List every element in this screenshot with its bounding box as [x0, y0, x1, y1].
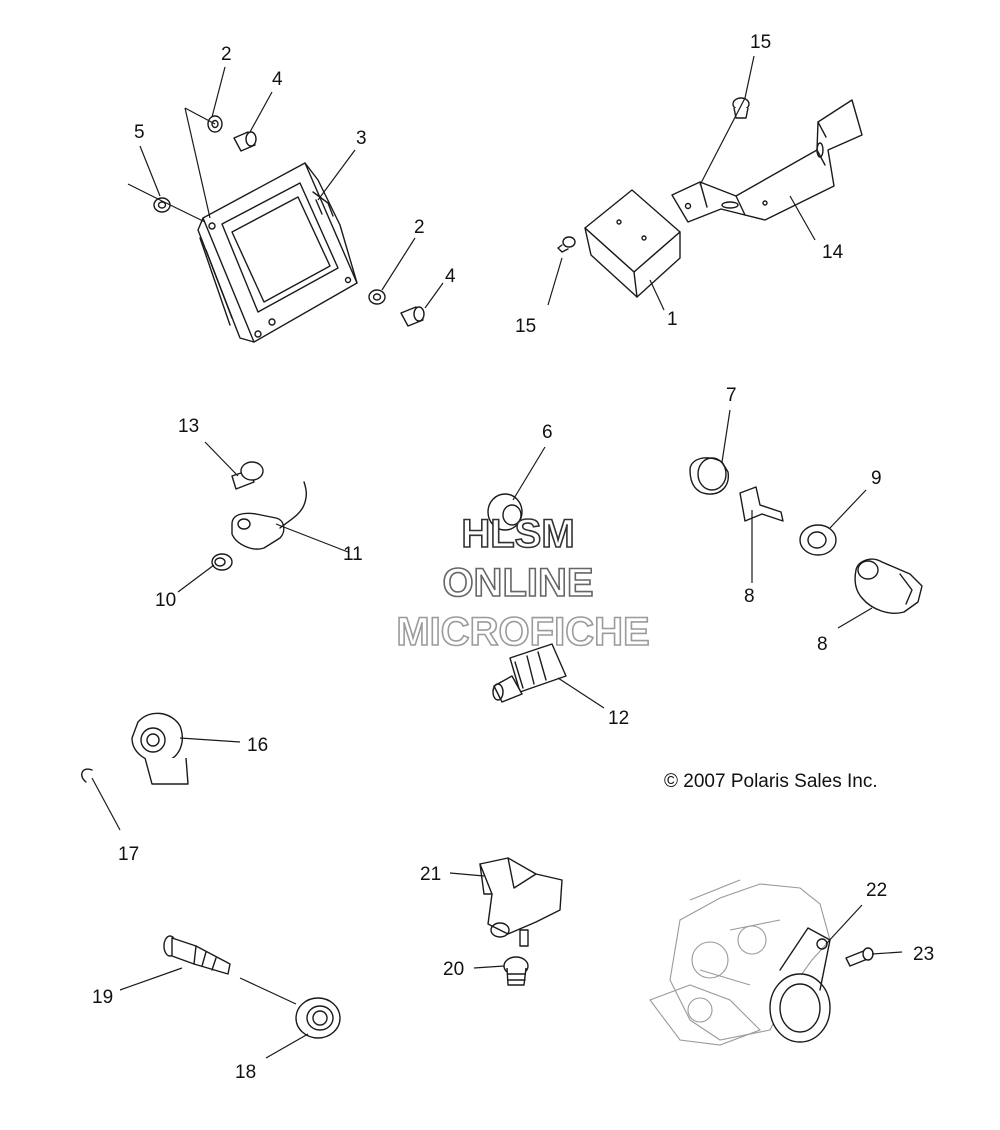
callout-21: 21 — [420, 864, 441, 885]
watermark-line-2: ONLINE — [442, 561, 593, 605]
push-pin-15-left — [557, 236, 576, 253]
grommet-5 — [153, 197, 171, 213]
callout-16: 16 — [247, 735, 268, 756]
bolt-4-top — [233, 131, 257, 152]
callout-6: 6 — [542, 422, 553, 443]
callout-22: 22 — [866, 880, 887, 901]
bolt-13 — [231, 461, 264, 490]
callout-5: 5 — [134, 122, 145, 143]
cap-7 — [689, 457, 729, 495]
callout-14: 14 — [822, 242, 844, 263]
watermark: HLSM ONLINE MICROFICHE — [396, 511, 651, 655]
bolt-4-right — [400, 306, 425, 327]
callouts: 2 4 5 3 2 4 15 14 15 1 13 6 7 9 11 10 8 … — [92, 32, 934, 1083]
callout-20: 20 — [443, 959, 464, 980]
callout-18: 18 — [235, 1062, 256, 1083]
callout-17: 17 — [118, 844, 139, 865]
callout-3: 3 — [356, 128, 367, 149]
washer-2-right — [368, 289, 386, 305]
throttle-body-ghost — [649, 879, 831, 1046]
bracket-8-small — [739, 486, 784, 522]
leader-lines — [91, 55, 903, 1059]
temp-sensor-12 — [492, 643, 567, 703]
knock-sensor-16 — [131, 712, 189, 785]
callout-8-sensor: 8 — [817, 634, 828, 655]
sensor-6 — [487, 493, 523, 531]
callout-7: 7 — [726, 385, 737, 406]
o-ring-10 — [211, 553, 233, 571]
callout-9: 9 — [871, 468, 882, 489]
callout-2-right: 2 — [414, 217, 425, 238]
sensor-21 — [479, 857, 563, 947]
sensor-11 — [231, 481, 307, 550]
callout-13: 13 — [178, 416, 199, 437]
copyright-notice: © 2007 Polaris Sales Inc. — [664, 771, 878, 792]
push-pin-15-top — [732, 97, 750, 119]
mounting-bracket — [671, 99, 863, 223]
bushing-18 — [295, 997, 341, 1039]
callout-10: 10 — [155, 590, 176, 611]
screw-23 — [845, 947, 874, 967]
callout-11: 11 — [343, 544, 363, 565]
ecu-module — [197, 162, 358, 343]
callout-19: 19 — [92, 987, 113, 1008]
relay-box — [584, 189, 681, 298]
sensor-19 — [163, 935, 231, 975]
callout-2-top: 2 — [221, 44, 232, 65]
sensor-8 — [854, 558, 923, 614]
callout-15-left: 15 — [515, 316, 536, 337]
throttle-body-22 — [769, 927, 831, 1043]
watermark-line-1: HLSM — [461, 512, 574, 556]
callout-23: 23 — [913, 944, 934, 965]
callout-4-top: 4 — [272, 69, 283, 90]
callout-8-small: 8 — [744, 586, 755, 607]
callout-4-right: 4 — [445, 266, 456, 287]
plug-20 — [503, 956, 529, 986]
clip-17 — [81, 768, 93, 783]
watermark-line-3: MICROFICHE — [396, 610, 649, 654]
callout-12: 12 — [608, 708, 629, 729]
callout-1: 1 — [667, 309, 678, 330]
seal-9 — [799, 524, 837, 556]
callout-15-top: 15 — [750, 32, 771, 53]
